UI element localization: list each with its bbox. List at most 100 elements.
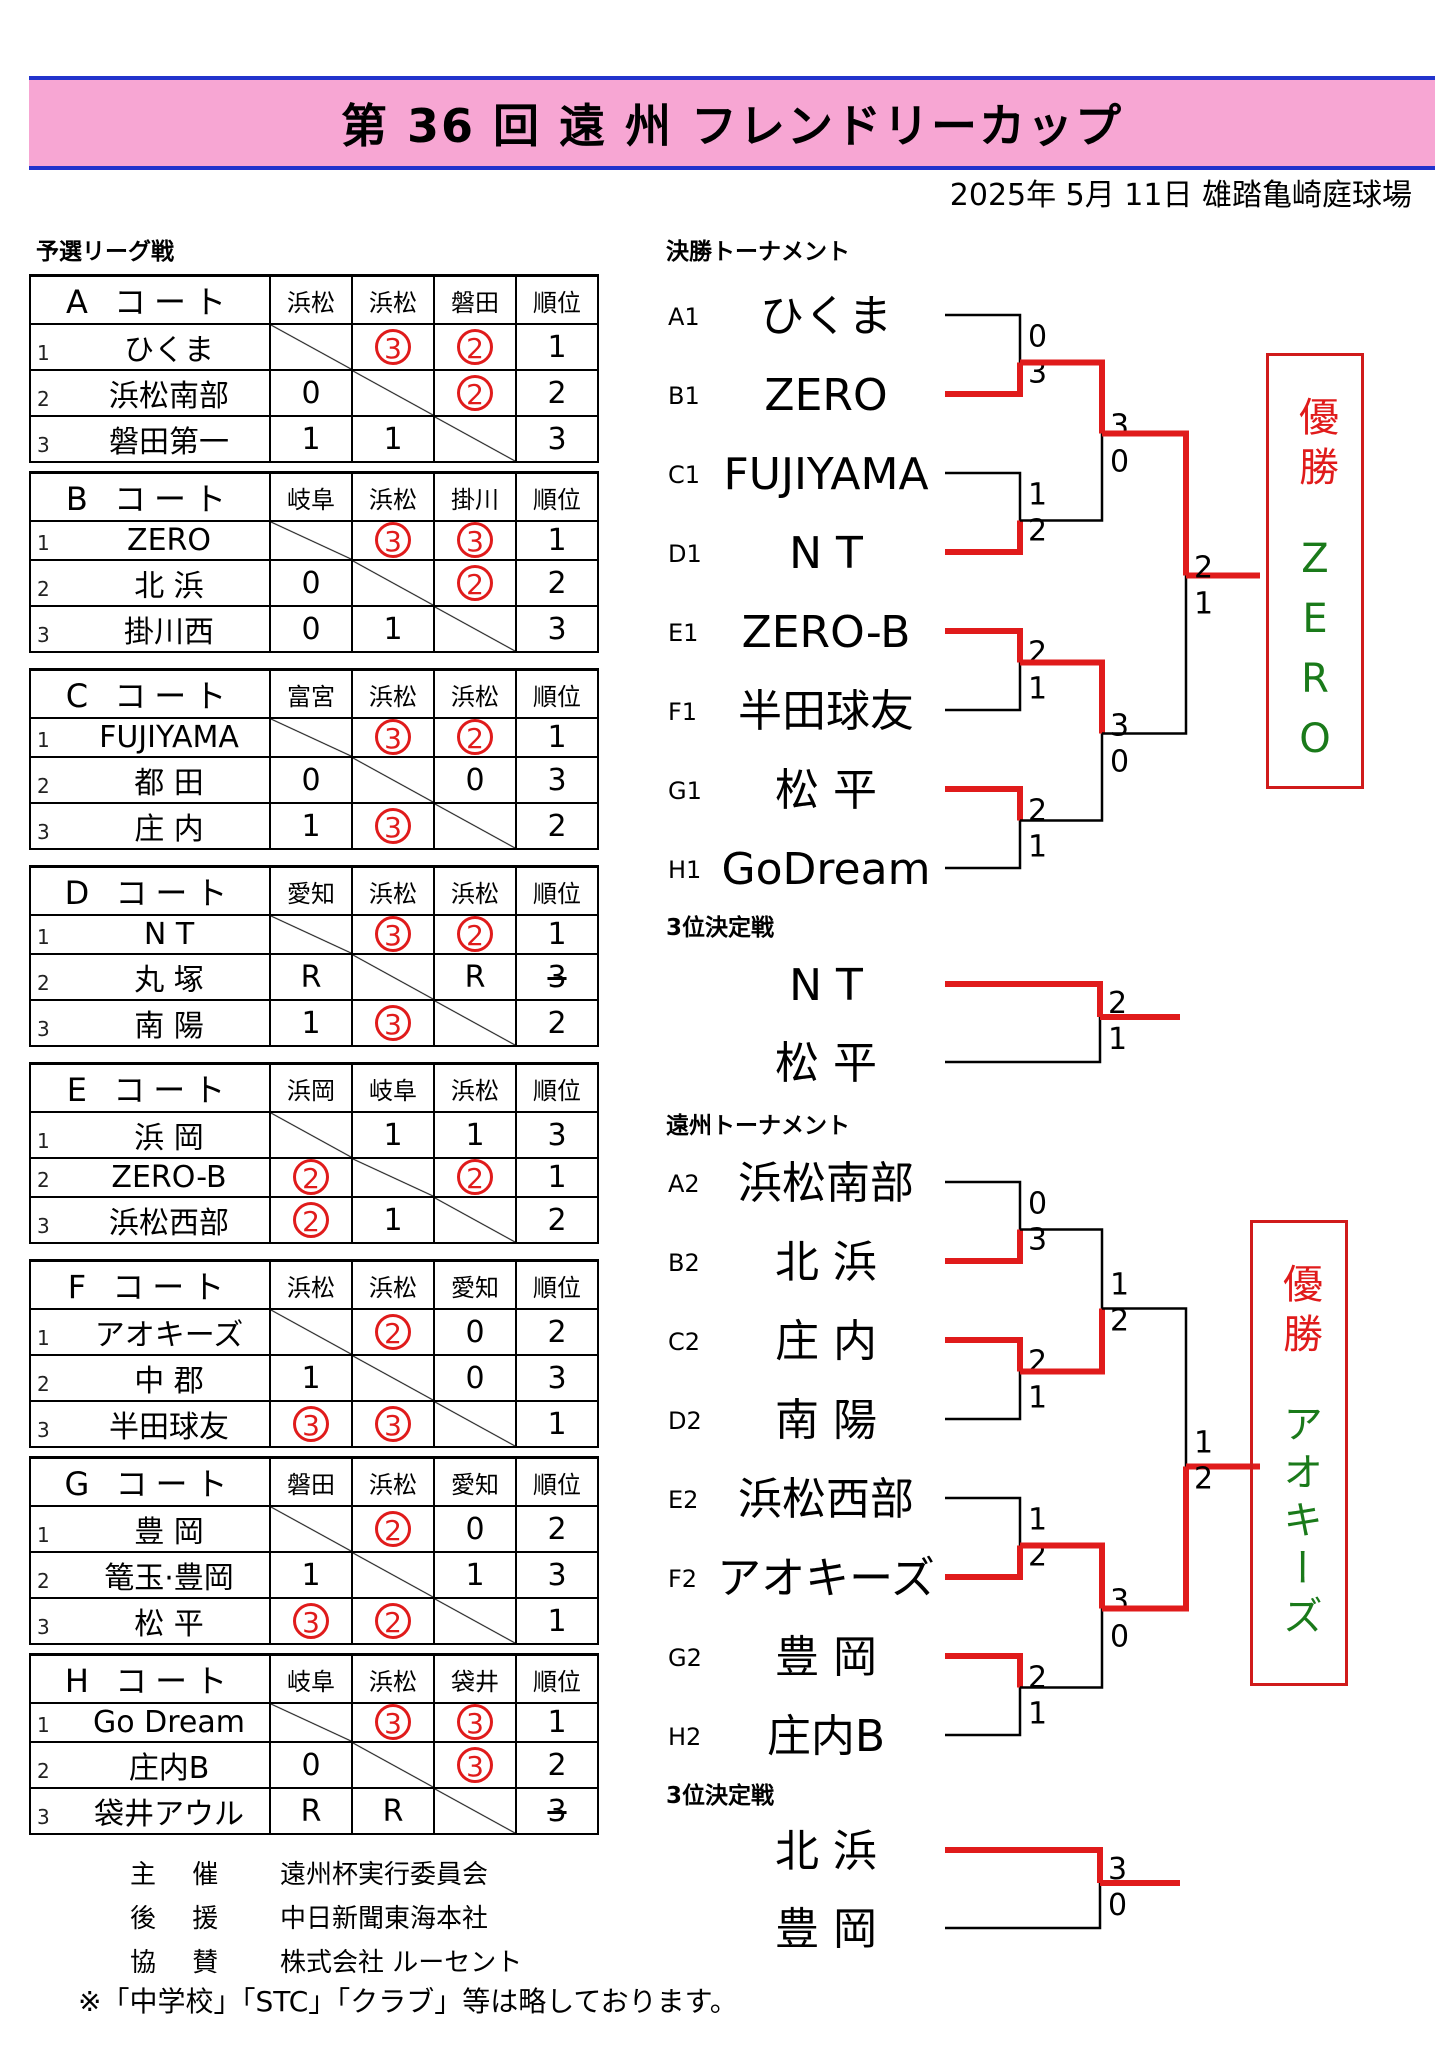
rank-cell: 1 [515,717,599,758]
rank-cell: 3 [515,1111,599,1159]
win-score: 3 [375,328,411,365]
score-cell: 0 [433,1308,517,1356]
round1-score: 2 [1028,794,1047,829]
bracket-line [1102,1307,1188,1467]
team-name: 磐田第一 [109,425,229,460]
enshu-heading: 遠州トーナメント [666,1113,850,1139]
win-score: 3 [375,1705,411,1740]
score-cell: 2 [433,369,517,417]
bracket-line [945,1017,1102,1064]
win-score: 3 [375,807,411,844]
self-match-cell [433,415,517,463]
rank-cell: 1 [515,1400,599,1448]
opponent-header: 掛川 [433,471,517,522]
court-name: D コート [29,865,271,916]
rank-cell: 1 [515,914,599,955]
bracket-team: 豊 岡 [775,1632,877,1683]
team-name: 浜松南部 [109,379,229,414]
final-winner-box: 優勝 ZERO [1266,353,1364,789]
bracket-line [1020,1542,1105,1609]
self-match-cell [433,802,517,850]
rank-header: 順位 [515,1062,599,1113]
team-name: 掛川西 [124,615,214,650]
win-score: 3 [293,1602,329,1639]
court-name: C コート [29,668,271,719]
self-match-cell [269,717,353,758]
team-number: 2 [37,1372,50,1396]
team-name: FUJIYAMA [99,720,239,755]
score-cell: 2 [351,1505,435,1553]
score-cell: 0 [269,369,353,417]
enshu-third-heading: 3位決定戦 [666,1783,775,1809]
round2-score: 1 [1110,1268,1129,1303]
bracket-line [1102,1466,1189,1612]
bracket-team: ZERO [764,370,887,421]
team-number: 3 [37,1418,50,1442]
score-cell: 2 [269,1196,353,1244]
bracket-line [945,362,1023,397]
bracket-team: 庄 内 [775,1316,877,1367]
opponent-header: 浜松 [351,1653,435,1704]
opponent-header: 浜松 [351,1456,435,1507]
bracket-line [945,981,1103,1017]
bracket-team: FUJIYAMA [723,449,928,500]
bracket-team: 庄内B [767,1711,885,1762]
score-cell: 3 [433,1702,517,1743]
round1-score: 1 [1028,478,1047,513]
bracket-line [1020,659,1105,734]
seed-label: F1 [668,698,697,726]
final-third-heading: 3位決定戦 [666,915,775,941]
seed-label: H2 [668,1723,701,1751]
score-cell: 3 [351,520,435,561]
score-cell: 2 [433,559,517,607]
rank-header: 順位 [515,865,599,916]
score-cell: 0 [433,756,517,804]
win-score: 2 [375,1313,411,1350]
footer-value: 遠州杯実行委員会 [280,1860,489,1890]
self-match-cell [351,1741,435,1789]
score-cell: 0 [269,756,353,804]
score-cell: 0 [269,605,353,653]
team-number: 2 [37,1569,50,1593]
rank-cell: 1 [515,1157,599,1198]
round1-score: 2 [1028,514,1047,549]
score-cell: 2 [433,323,517,371]
bracket-line [945,1371,1022,1421]
team-name: アオキーズ [94,1318,244,1353]
win-score: 3 [375,1405,411,1442]
seed-label: B2 [668,1249,700,1277]
event-date-venue: 2025年 5月 11日 雄踏亀崎庭球場 [949,178,1412,213]
third-team: 北 浜 [775,1826,877,1877]
third-score: 0 [1108,1888,1127,1923]
score-cell: 2 [433,914,517,955]
bracket-team: 浜松南部 [738,1158,914,1209]
bracket-team: 南 陽 [775,1395,877,1446]
court-name: F コート [29,1259,271,1310]
team-name: 南 陽 [134,1009,204,1044]
team-name: Go Dream [93,1705,245,1740]
rank-cell: 3 [515,1787,599,1835]
enshu-winner-box: 優勝 アオキーズ [1250,1220,1348,1686]
team-number: 2 [37,387,50,411]
win-score: 3 [375,720,411,755]
bracket-team: 松 平 [775,765,877,816]
final-score: 2 [1194,1462,1213,1497]
round2-score: 2 [1110,1304,1129,1339]
team-number: 1 [37,531,50,555]
third-score: 1 [1108,1022,1127,1057]
bracket-team: 北 浜 [775,1237,877,1288]
